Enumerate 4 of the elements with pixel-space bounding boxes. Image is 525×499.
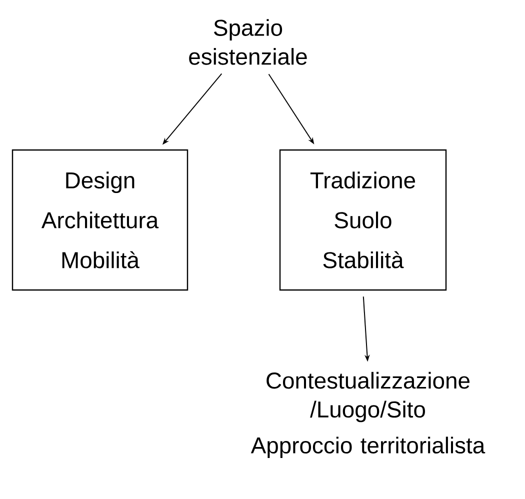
text-box: Tradizione Suolo Stabilità <box>279 149 447 291</box>
text-label: Contestualizzazione /Luogo/Sito Approccio territorialista <box>250 372 486 458</box>
text-box: Design Architettura Mobilità <box>12 149 188 291</box>
text-label: Spazio esistenziale <box>189 19 307 65</box>
